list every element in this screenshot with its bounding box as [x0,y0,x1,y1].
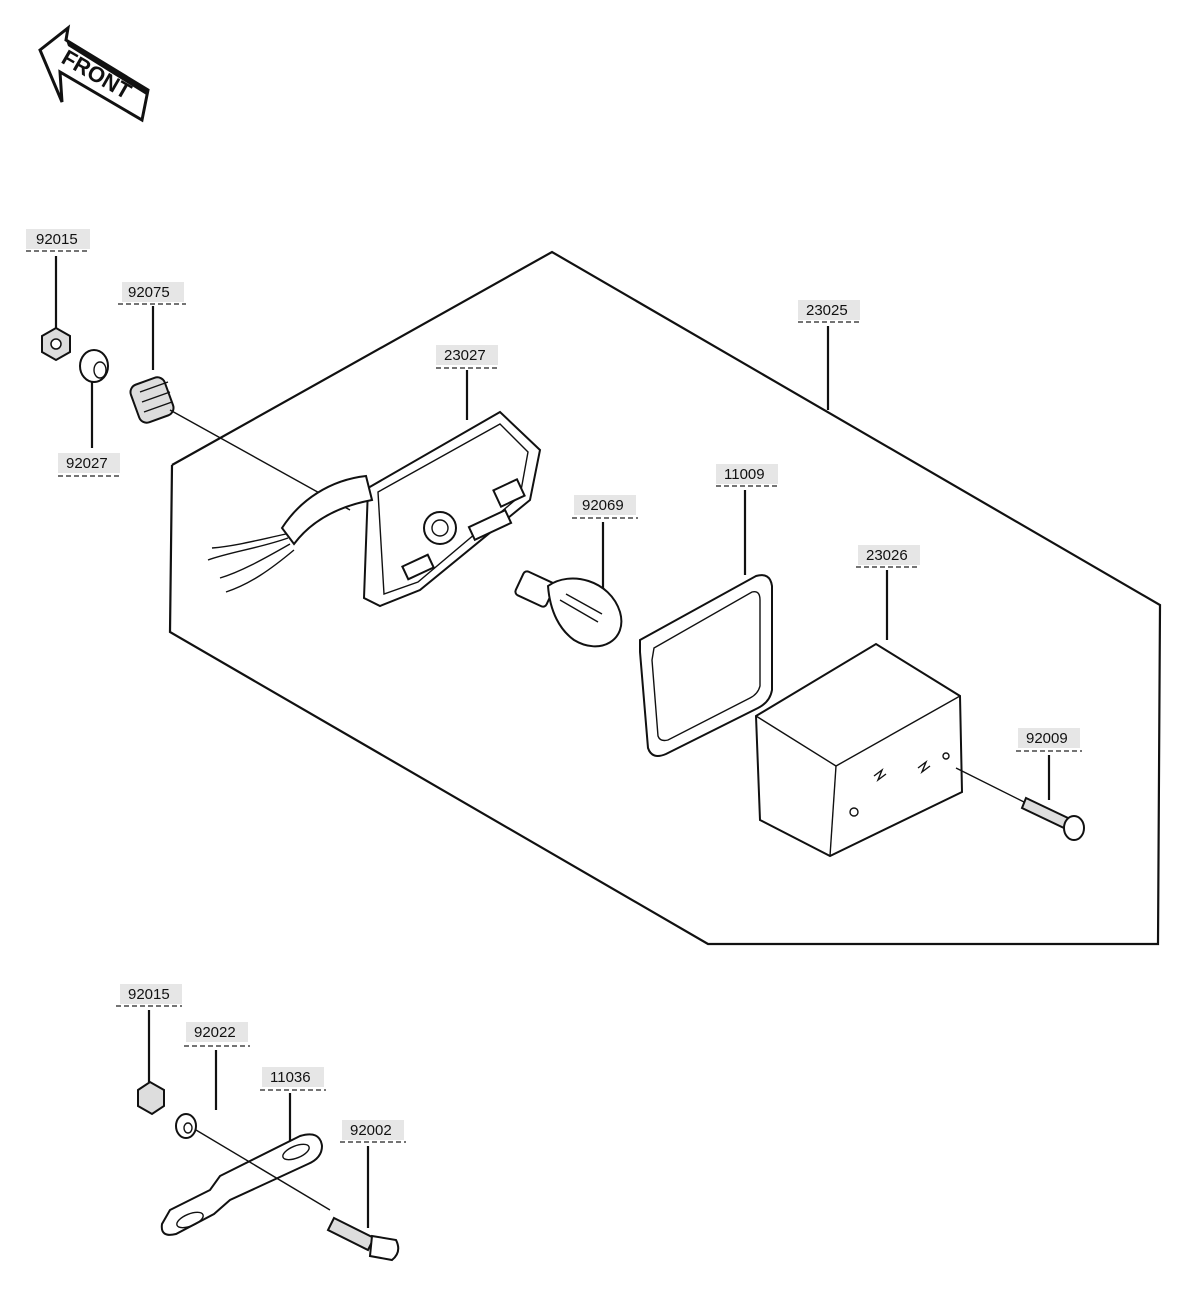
part-number-92015-bottom: 92015 [128,986,170,1003]
label-11009: 11009 [716,464,778,487]
label-92022: 92022 [184,1022,250,1047]
washer-92022 [175,1113,197,1139]
bulb-92069 [514,570,623,648]
part-number-92022: 92022 [194,1024,236,1041]
part-number-92002: 92002 [350,1122,392,1139]
grommet-92075 [129,376,175,424]
part-number-23027: 23027 [444,347,486,364]
gasket-11009 [639,574,773,757]
label-92009: 92009 [1016,728,1082,752]
bolt-92002 [326,1216,400,1262]
label-92075: 92075 [118,282,186,305]
part-number-11036: 11036 [270,1069,311,1086]
part-number-11009: 11009 [724,466,765,483]
assembly-outline [168,250,1162,946]
washer-92027 [79,349,109,383]
part-number-92015-top: 92015 [36,231,78,248]
part-number-92027: 92027 [66,455,108,472]
label-23026: 23026 [856,545,920,568]
label-11036: 11036 [260,1067,326,1091]
label-92002: 92002 [340,1120,406,1143]
part-number-92075: 92075 [128,284,170,301]
screw-92009 [955,767,1085,841]
bracket-11036 [160,1129,331,1236]
label-92069: 92069 [572,495,638,519]
label-92015-bottom: 92015 [116,984,182,1007]
label-92015-top: 92015 [26,229,90,252]
front-arrow-icon: FRONT [38,24,150,123]
lens-23026 [754,642,964,858]
label-23025: 23025 [798,300,860,323]
label-92027: 92027 [58,453,122,477]
part-number-92009: 92009 [1026,730,1068,747]
label-23027: 23027 [436,345,500,369]
nut-92015-top [41,326,71,362]
lamp-socket-23027 [207,410,542,608]
nut-92015-bottom [137,1080,165,1116]
part-number-23025: 23025 [806,302,848,319]
part-number-23026: 23026 [866,547,908,564]
leader-lines [54,256,1051,1228]
part-number-92069: 92069 [582,497,624,514]
